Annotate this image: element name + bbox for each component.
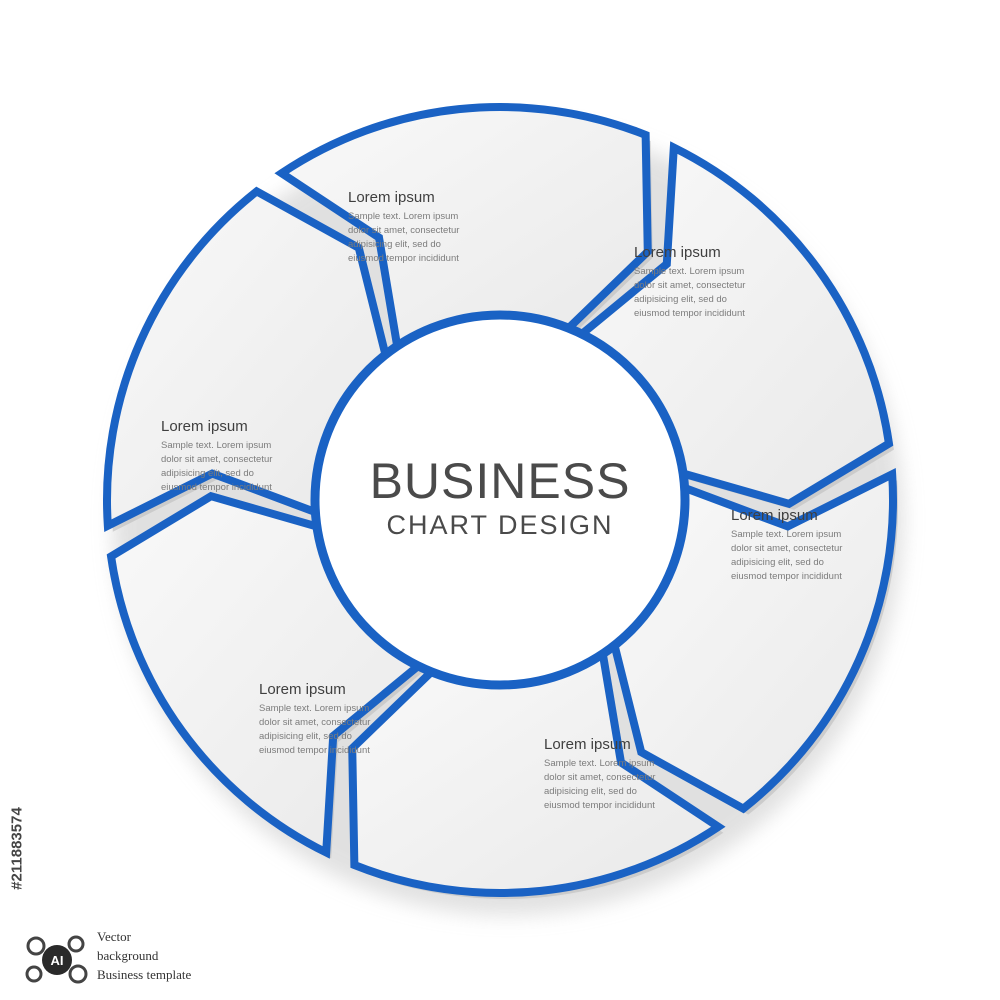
center-circle — [310, 310, 690, 690]
segment-5-title: Lorem ipsum — [259, 681, 346, 698]
center-title: BUSINESS — [369, 453, 631, 509]
segment-2-title: Lorem ipsum — [634, 244, 721, 261]
center-subtitle: CHART DESIGN — [386, 510, 614, 540]
footer-line-2: background — [97, 948, 159, 963]
segment-6-body: Sample text. Lorem ipsum dolor sit amet,… — [161, 440, 273, 493]
segment-4-body: Sample text. Lorem ipsum dolor sit amet,… — [544, 758, 656, 811]
segment-1-title: Lorem ipsum — [348, 189, 435, 206]
segment-2-body: Sample text. Lorem ipsum dolor sit amet,… — [634, 266, 746, 319]
segment-3-body: Sample text. Lorem ipsum dolor sit amet,… — [731, 529, 843, 582]
segment-5-body: Sample text. Lorem ipsum dolor sit amet,… — [259, 703, 371, 756]
segment-4-title: Lorem ipsum — [544, 736, 631, 753]
segment-6-title: Lorem ipsum — [161, 418, 248, 435]
footer-line-3: Business template — [97, 967, 192, 982]
stock-id: #211883574 — [8, 807, 26, 890]
footer-line-1: Vector — [97, 929, 131, 944]
footer-logo-icon: AI — [25, 935, 88, 984]
footer-logo-text: AI — [51, 953, 64, 968]
segment-3-title: Lorem ipsum — [731, 507, 818, 524]
segment-1-body: Sample text. Lorem ipsum dolor sit amet,… — [348, 211, 460, 264]
